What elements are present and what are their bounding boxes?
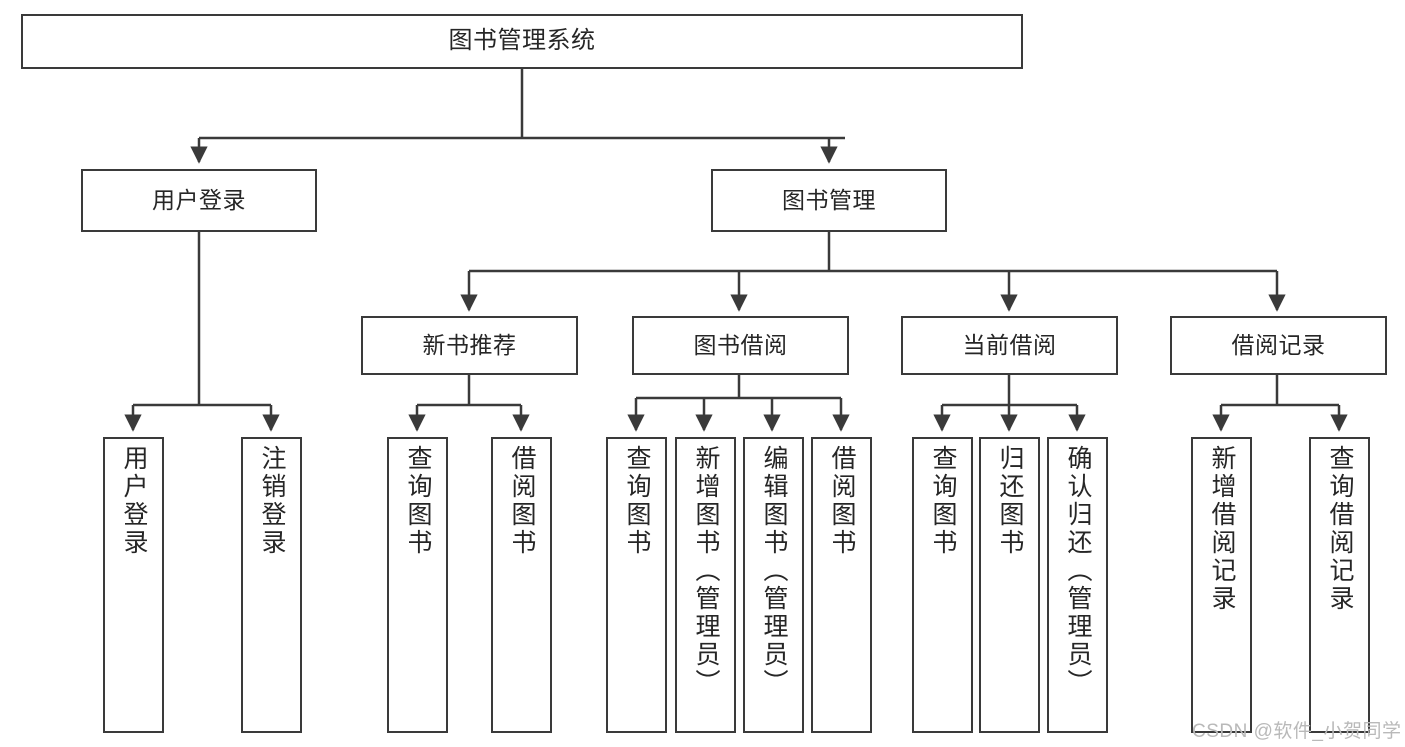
node-borrow-record[interactable]: 借阅记录 — [1170, 316, 1387, 375]
leaf-borrow-book-2[interactable]: 借阅图书 — [811, 437, 872, 733]
node-current-borrow-label: 当前借阅 — [962, 331, 1057, 358]
leaf-query-book-2[interactable]: 查询图书 — [606, 437, 667, 733]
node-book-management[interactable]: 图书管理 — [711, 169, 947, 232]
node-current-borrow[interactable]: 当前借阅 — [901, 316, 1118, 375]
leaf-user-login-label: 用户登录 — [120, 445, 148, 557]
node-book-borrow[interactable]: 图书借阅 — [632, 316, 849, 375]
leaf-edit-book-label: 编辑图书（管理员） — [760, 445, 788, 697]
leaf-return-book-label: 归还图书 — [996, 445, 1024, 557]
node-book-borrow-label: 图书借阅 — [693, 331, 788, 358]
leaf-borrow-book-1[interactable]: 借阅图书 — [491, 437, 552, 733]
leaf-borrow-book-2-label: 借阅图书 — [828, 445, 856, 557]
node-new-book-recommend[interactable]: 新书推荐 — [361, 316, 578, 375]
node-user-login-label: 用户登录 — [152, 186, 246, 213]
csdn-watermark: CSDN @软件_小贺同学 — [1192, 721, 1402, 742]
leaf-user-login[interactable]: 用户登录 — [103, 437, 164, 733]
leaf-query-book-1-label: 查询图书 — [404, 445, 432, 557]
node-root[interactable]: 图书管理系统 — [21, 14, 1023, 69]
leaf-query-book-1[interactable]: 查询图书 — [387, 437, 448, 733]
leaf-logout-label: 注销登录 — [258, 445, 286, 557]
leaf-add-record[interactable]: 新增借阅记录 — [1191, 437, 1252, 733]
leaf-query-book-3-label: 查询图书 — [929, 445, 957, 557]
leaf-confirm-return-label: 确认归还（管理员） — [1064, 445, 1092, 697]
node-book-management-label: 图书管理 — [782, 186, 876, 213]
leaf-borrow-book-1-label: 借阅图书 — [508, 445, 536, 557]
leaf-query-book-3[interactable]: 查询图书 — [912, 437, 973, 733]
leaf-return-book[interactable]: 归还图书 — [979, 437, 1040, 733]
leaf-query-record[interactable]: 查询借阅记录 — [1309, 437, 1370, 733]
leaf-add-book[interactable]: 新增图书（管理员） — [675, 437, 736, 733]
leaf-logout[interactable]: 注销登录 — [241, 437, 302, 733]
leaf-query-record-label: 查询借阅记录 — [1326, 445, 1354, 613]
leaf-query-book-2-label: 查询图书 — [623, 445, 651, 557]
node-borrow-record-label: 借阅记录 — [1231, 331, 1326, 358]
node-new-book-recommend-label: 新书推荐 — [422, 331, 517, 358]
leaf-add-book-label: 新增图书（管理员） — [692, 445, 720, 697]
leaf-edit-book[interactable]: 编辑图书（管理员） — [743, 437, 804, 733]
node-root-label: 图书管理系统 — [448, 27, 596, 55]
node-user-login[interactable]: 用户登录 — [81, 169, 317, 232]
leaf-add-record-label: 新增借阅记录 — [1208, 445, 1236, 613]
leaf-confirm-return[interactable]: 确认归还（管理员） — [1047, 437, 1108, 733]
